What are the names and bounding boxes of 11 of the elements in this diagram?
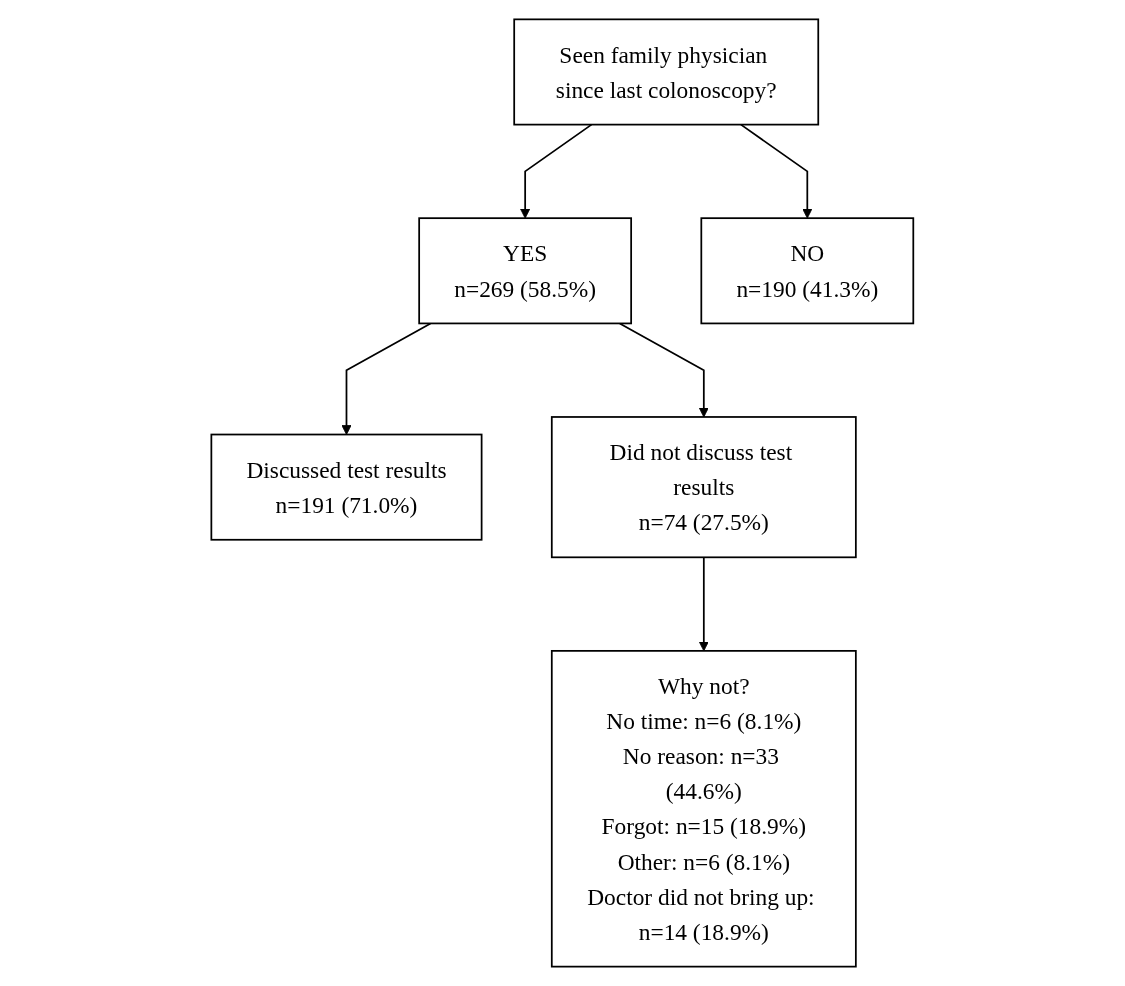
node-box: Seen family physician since last colonoscopy? bbox=[513, 18, 820, 126]
node-box: Why not? No time: n=6 (8.1%) No reason: n=33 (44.6%) Forgot: n=15 (18.9%) Other: n=6 (8.1%) Doctor did not bring up: n=14 (18.9%) bbox=[551, 650, 857, 968]
node-box: NO n=190 (41.3%) bbox=[700, 217, 915, 325]
arrow bbox=[698, 556, 710, 652]
arrow bbox=[520, 123, 593, 219]
arrow bbox=[740, 123, 813, 219]
node-box: YES n=269 (58.5%) bbox=[418, 217, 633, 325]
node-box: Discussed test results n=191 (71.0%) bbox=[210, 433, 483, 541]
arrow bbox=[341, 322, 432, 435]
arrow bbox=[619, 322, 710, 418]
node-box: Did not discuss test results n=74 (27.5%) bbox=[551, 416, 857, 559]
